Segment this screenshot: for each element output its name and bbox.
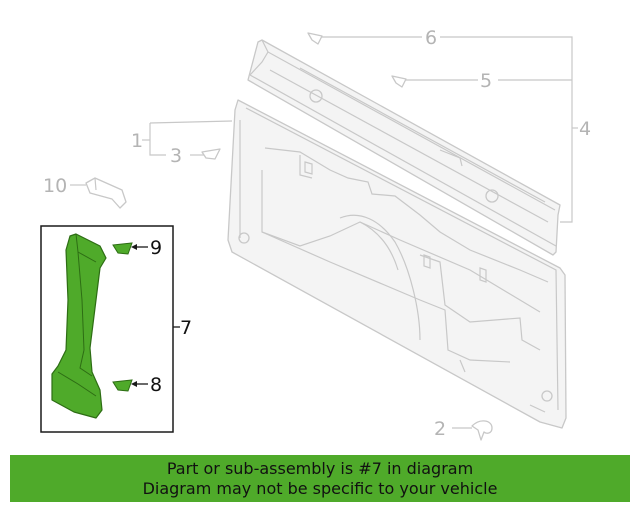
callout-10: 10 <box>43 175 67 197</box>
clip-part-8 <box>112 379 133 392</box>
fastener-part-2 <box>471 420 493 441</box>
trim-panel-part-7 <box>51 233 107 419</box>
ghost-leader-lines <box>70 36 578 429</box>
clip-part-5 <box>391 75 407 88</box>
callout-8: 8 <box>150 374 162 396</box>
banner-line-2: Diagram may not be specific to your vehi… <box>142 478 498 498</box>
info-banner: Part or sub-assembly is #7 in diagram Di… <box>10 455 630 502</box>
callout-6: 6 <box>425 27 437 49</box>
callout-7: 7 <box>180 317 192 339</box>
upper-header-rail <box>247 39 561 256</box>
callout-5: 5 <box>480 70 492 92</box>
callout-9: 9 <box>150 237 162 259</box>
parts-diagram: 6 5 4 1 3 10 2 9 8 7 <box>40 27 591 441</box>
callout-4: 4 <box>579 118 591 140</box>
clip-part-3 <box>201 148 221 160</box>
callout-1: 1 <box>131 130 143 152</box>
back-panel <box>227 99 567 429</box>
clip-part-9 <box>112 242 133 255</box>
bracket-part-10 <box>85 177 127 209</box>
callout-2: 2 <box>434 418 446 440</box>
banner-line-1: Part or sub-assembly is #7 in diagram <box>166 458 474 478</box>
dark-leader-lines <box>131 244 180 387</box>
clip-part-6 <box>307 32 323 45</box>
highlight-frame <box>40 225 174 433</box>
callout-3: 3 <box>170 145 182 167</box>
